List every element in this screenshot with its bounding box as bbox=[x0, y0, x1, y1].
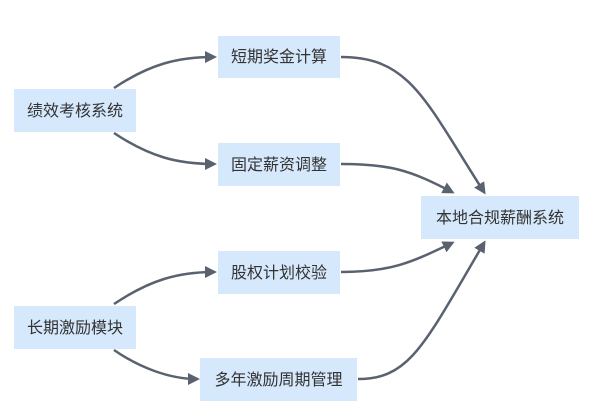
edge-performance-to-fixed-salary bbox=[113, 131, 217, 170]
node-long-term-incentive: 长期激励模块 bbox=[14, 306, 136, 349]
edge-long-term-to-multi-year bbox=[113, 348, 200, 385]
edge-performance-to-short-bonus bbox=[113, 51, 217, 90]
edge-fixed-salary-to-compliance bbox=[340, 162, 455, 194]
node-fixed-salary-adjustment: 固定薪资调整 bbox=[218, 143, 340, 186]
node-multi-year-incentive-cycle: 多年激励周期管理 bbox=[200, 358, 357, 401]
node-short-term-bonus: 短期奖金计算 bbox=[218, 36, 340, 78]
edge-short-bonus-to-compliance bbox=[340, 55, 486, 195]
edge-long-term-to-equity bbox=[113, 266, 217, 306]
node-equity-plan-check: 股权计划校验 bbox=[218, 251, 340, 294]
edge-multi-year-to-compliance bbox=[357, 240, 486, 381]
node-local-compliance-payroll: 本地合规薪酬系统 bbox=[421, 196, 579, 239]
edge-equity-to-compliance bbox=[340, 241, 455, 274]
node-performance-review-system: 绩效考核系统 bbox=[14, 89, 136, 132]
